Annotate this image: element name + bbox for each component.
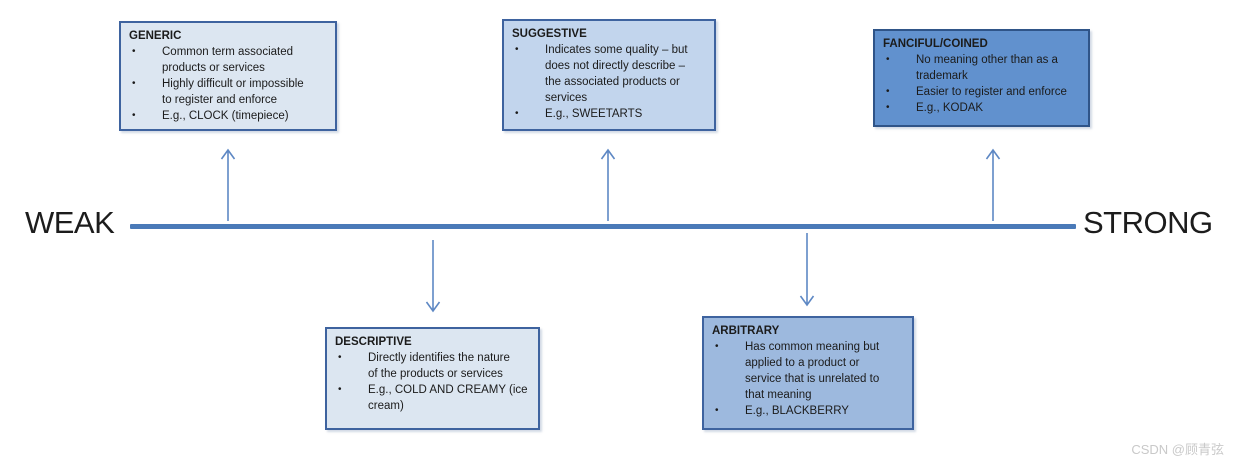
bullet-dot: •	[132, 46, 136, 57]
bullet-text: E.g., KODAK	[916, 102, 984, 114]
weak-label: WEAK	[25, 205, 115, 240]
box-generic-title: GENERIC	[129, 30, 182, 42]
box-fanciful-coined: FANCIFUL/COINED • No meaning other than a…	[873, 29, 1090, 127]
bullet-item: • E.g., SWEETARTS	[512, 106, 708, 122]
bullet-text: E.g., CLOCK (timepiece)	[162, 110, 289, 122]
bullet-text: E.g., SWEETARTS	[545, 108, 643, 120]
box-suggestive-title: SUGGESTIVE	[512, 28, 587, 40]
box-fanciful-coined-title: FANCIFUL/COINED	[883, 38, 988, 50]
up-arrow-icon	[220, 148, 236, 221]
bullet-text: E.g., BLACKBERRY	[745, 405, 849, 417]
bullet-dot: •	[515, 44, 519, 55]
strong-label: STRONG	[1083, 205, 1213, 240]
bullet-dot: •	[515, 108, 519, 119]
bullet-dot: •	[886, 86, 890, 97]
up-arrow-icon	[985, 148, 1001, 221]
up-arrow-icon	[600, 148, 616, 221]
box-descriptive-title: DESCRIPTIVE	[335, 336, 412, 348]
bullet-dot: •	[886, 54, 890, 65]
watermark: CSDN @顾青弦	[1131, 442, 1224, 457]
spectrum-line	[130, 224, 1076, 229]
bullet-item: • E.g., KODAK	[883, 100, 1082, 116]
bullet-dot: •	[132, 110, 136, 121]
box-descriptive: DESCRIPTIVE • Directly identifies the nat…	[325, 327, 540, 430]
box-arbitrary-title: ARBITRARY	[712, 325, 780, 337]
bullet-text: Easier to register and enforce	[916, 86, 1067, 98]
bullet-dot: •	[338, 352, 342, 363]
bullet-item: • Easier to register and enforce	[883, 84, 1082, 100]
bullet-dot: •	[338, 384, 342, 395]
bullet-dot: •	[715, 405, 719, 416]
down-arrow-icon	[425, 240, 441, 313]
bullet-dot: •	[132, 78, 136, 89]
bullet-item: • E.g., CLOCK (timepiece)	[129, 108, 329, 124]
bullet-item: • E.g., BLACKBERRY	[712, 403, 906, 419]
bullet-dot: •	[886, 102, 890, 113]
bullet-dot: •	[715, 341, 719, 352]
down-arrow-icon	[799, 233, 815, 307]
box-suggestive: SUGGESTIVE • Indicates some quality – but…	[502, 19, 716, 131]
